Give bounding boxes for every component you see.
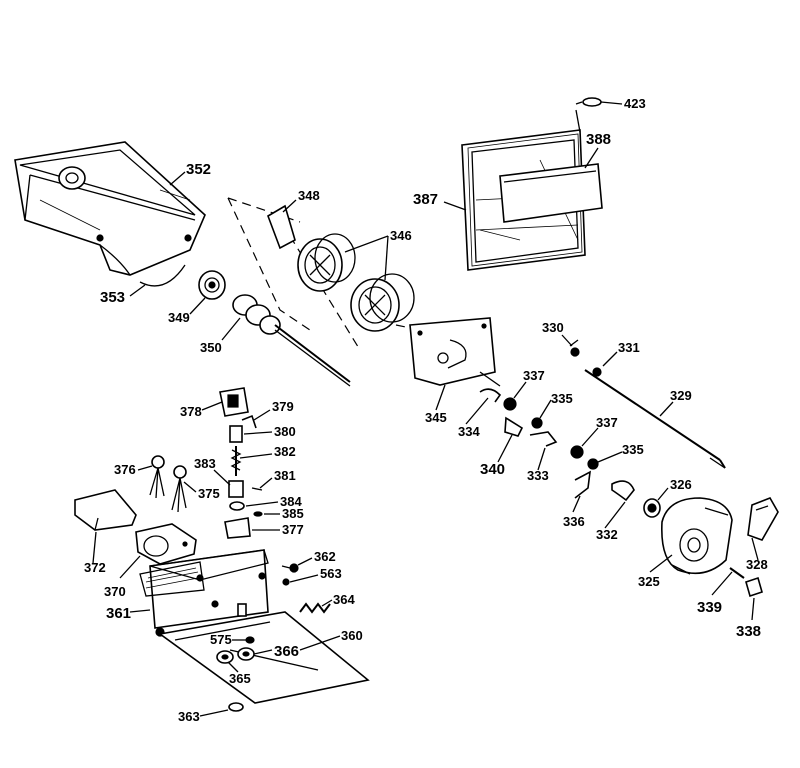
part-348-bracket [267, 199, 297, 250]
label-335a: 335 [551, 391, 573, 406]
label-366: 366 [274, 643, 299, 660]
part-325-motor [661, 497, 733, 575]
part-364-spring [299, 602, 331, 614]
label-346: 346 [390, 228, 412, 243]
part-365-grommet [216, 650, 234, 664]
part-378-switch [219, 387, 249, 417]
part-362-screw [281, 563, 299, 573]
label-365: 365 [229, 671, 251, 686]
label-379: 379 [272, 399, 294, 414]
part-345-mounting-plate [409, 317, 501, 387]
label-334: 334 [458, 424, 480, 439]
label-337b: 337 [596, 415, 618, 430]
label-335b: 335 [622, 442, 644, 457]
part-376-wire-connector [149, 455, 165, 499]
part-352-ice-bucket [14, 141, 206, 287]
label-383: 383 [194, 456, 216, 471]
label-372: 372 [84, 560, 106, 575]
part-563-screw [282, 578, 290, 586]
part-330-clip [569, 339, 580, 357]
label-380: 380 [274, 424, 296, 439]
label-384: 384 [280, 494, 302, 509]
part-334-lever [479, 388, 502, 403]
label-388: 388 [586, 131, 611, 148]
label-339: 339 [697, 599, 722, 616]
part-363-screw [228, 702, 244, 712]
label-364: 364 [333, 592, 355, 607]
part-328-bracket [747, 497, 779, 541]
label-348: 348 [298, 188, 320, 203]
part-575-washer [245, 636, 255, 644]
label-350: 350 [200, 340, 222, 355]
label-377: 377 [282, 522, 304, 537]
part-380-cylinder [229, 425, 243, 443]
label-375: 375 [198, 486, 220, 501]
part-326-gear [643, 498, 661, 518]
label-353: 353 [100, 289, 125, 306]
label-336: 336 [563, 514, 585, 529]
label-349: 349 [168, 310, 190, 325]
part-361-control-box [139, 549, 269, 637]
part-383-plunger [228, 480, 244, 498]
label-385: 385 [282, 506, 304, 521]
label-387: 387 [413, 191, 438, 208]
label-361: 361 [106, 605, 131, 622]
part-336-spring-clip [574, 470, 591, 499]
part-381-pin [251, 487, 263, 491]
part-388-door-flap [499, 163, 603, 223]
part-382-spring [230, 446, 242, 476]
label-328: 328 [746, 557, 768, 572]
part-332-cam [611, 480, 635, 502]
part-338-clip [745, 576, 763, 598]
label-423: 423 [624, 96, 646, 111]
part-331-screw [592, 367, 602, 377]
label-352: 352 [186, 161, 211, 178]
label-337a: 337 [523, 368, 545, 383]
label-563: 563 [320, 566, 342, 581]
label-363: 363 [178, 709, 200, 724]
part-384-washer [229, 501, 245, 511]
part-379-clip [241, 414, 257, 429]
label-345: 345 [425, 410, 447, 425]
label-340: 340 [480, 461, 505, 478]
label-381: 381 [274, 468, 296, 483]
label-330: 330 [542, 320, 564, 335]
part-350-auger [232, 294, 351, 387]
part-346-crusher-blades [297, 233, 415, 332]
assembly-line [227, 197, 311, 331]
label-325: 325 [638, 574, 660, 589]
label-370: 370 [104, 584, 126, 599]
label-331: 331 [618, 340, 640, 355]
label-362: 362 [314, 549, 336, 564]
part-385-washer [253, 511, 263, 517]
part-366-grommet [237, 647, 255, 661]
part-349-bearing [198, 270, 226, 300]
label-326: 326 [670, 477, 692, 492]
label-338: 338 [736, 623, 761, 640]
part-335-washer [531, 417, 543, 429]
label-575: 575 [210, 632, 232, 647]
part-377-actuator [224, 517, 251, 539]
label-329: 329 [670, 388, 692, 403]
part-333-link [529, 431, 558, 447]
label-378: 378 [180, 404, 202, 419]
label-376: 376 [114, 462, 136, 477]
part-335-washer-2 [587, 458, 599, 470]
part-339-pin [729, 567, 745, 579]
part-370-motor [135, 523, 197, 565]
label-382: 382 [274, 444, 296, 459]
part-375-wire-connector [171, 465, 187, 513]
part-423-clip [575, 97, 623, 107]
part-329-rod [584, 369, 726, 469]
part-337-washer-2 [570, 445, 584, 459]
part-337-washer [503, 397, 517, 411]
label-332: 332 [596, 527, 618, 542]
part-340-arm [504, 416, 524, 437]
label-360: 360 [341, 628, 363, 643]
label-333: 333 [527, 468, 549, 483]
part-360-mounting-plate [158, 611, 370, 704]
part-372-cover [74, 489, 137, 531]
